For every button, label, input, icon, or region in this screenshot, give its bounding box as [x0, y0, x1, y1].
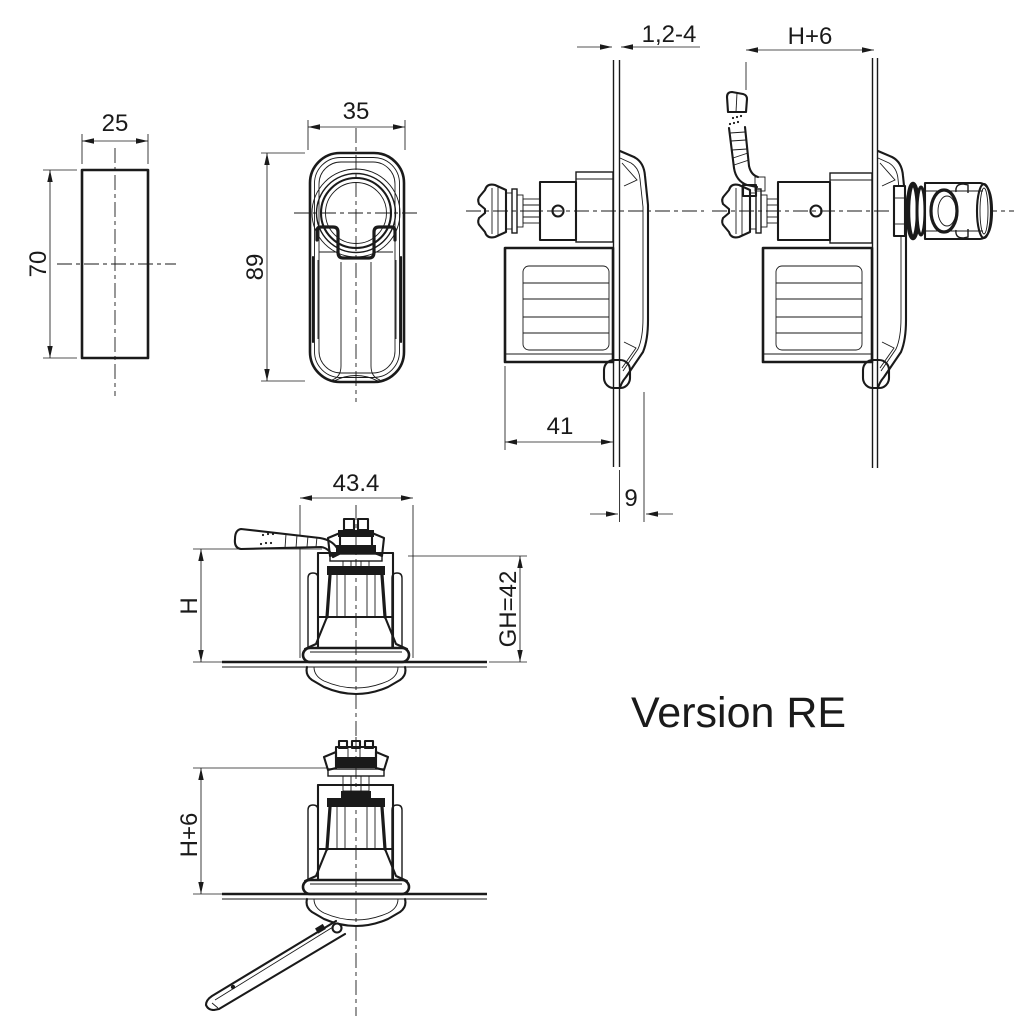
view-front-latch: 35 89: [242, 98, 418, 402]
dim-label-panel-thickness: 1,2-4: [642, 21, 697, 48]
gasket-outline: [80, 168, 150, 360]
front-cover-dome: [305, 897, 407, 928]
dim-label-grip-height: H: [176, 597, 203, 614]
latch-body-rear: [301, 783, 411, 896]
dim-front-height: 89: [242, 152, 305, 382]
dim-depth-behind-panel: 41: [504, 366, 613, 450]
mounting-hole: [551, 204, 565, 218]
wing-nut-open: [322, 739, 390, 777]
front-cover-dome: [305, 665, 407, 696]
latch-body-rear: [301, 551, 411, 664]
view-side-locked: H+6: [712, 23, 1014, 468]
cover-profile: [618, 149, 650, 390]
cylinder-face: [929, 188, 959, 234]
dim-label-protrusion: 9: [624, 485, 637, 512]
dim-total-grip-height: GH=42: [408, 555, 527, 663]
dim-label-gasket-height: 70: [25, 251, 52, 278]
dim-label-total-grip-height: GH=42: [495, 571, 522, 648]
view-rear-open: H+6: [176, 737, 487, 1016]
caption-version: Version RE: [631, 689, 846, 737]
view-rear-closed: 43.4 H GH=42: [176, 470, 527, 737]
lock-cylinder: [892, 181, 994, 241]
t-slot-cutout: [315, 225, 397, 260]
wing-nut: [477, 183, 508, 239]
dim-label-depth: 41: [547, 413, 574, 440]
dim-grip-clearance-top: H+6: [745, 23, 874, 90]
dim-gasket-height: 70: [25, 169, 77, 359]
dim-front-width: 35: [307, 98, 406, 150]
dim-label-grip-clearance-open: H+6: [176, 813, 203, 858]
dim-label-grip-clearance: H+6: [788, 23, 833, 50]
dim-label-front-width: 35: [343, 98, 370, 125]
latch-body-outline: [308, 151, 406, 384]
dim-front-protrusion: 9: [590, 392, 673, 522]
mounting-hole: [809, 204, 823, 218]
grip-housing: [761, 246, 874, 364]
dim-rear-width: 43.4: [300, 470, 413, 501]
dim-label-front-height: 89: [242, 254, 269, 281]
tongue-pivot: [331, 922, 343, 934]
latch-tongue-closed: [233, 527, 341, 559]
wing-nut: [721, 183, 752, 239]
view-side-section: 1,2-4 41 9: [466, 21, 704, 522]
dim-label-gasket-width: 25: [102, 110, 129, 137]
dim-gasket-width: 25: [81, 110, 149, 164]
dim-label-rear-width: 43.4: [333, 470, 380, 497]
dim-grip-height: H: [176, 548, 322, 663]
latch-tongue-open: [204, 919, 347, 1012]
view-gasket: 25 70: [25, 110, 176, 396]
grip-housing: [503, 246, 615, 364]
dim-grip-clearance-open: H+6: [176, 767, 327, 895]
dim-panel-thickness: 1,2-4: [577, 21, 700, 50]
threaded-shaft: [522, 198, 541, 224]
latch-tongue-up: [725, 90, 766, 198]
